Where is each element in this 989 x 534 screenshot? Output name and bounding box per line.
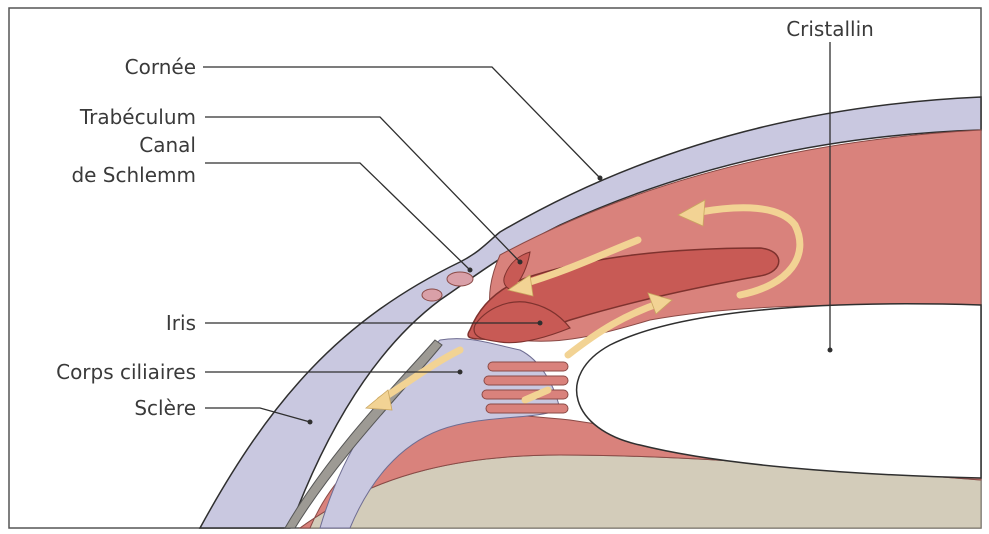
leader-ciliary-dot	[458, 370, 463, 375]
leader-canal-dot	[468, 268, 473, 273]
leader-iris-dot	[538, 321, 543, 326]
label-lens: Cristallin	[786, 17, 874, 41]
schlemm-canal-oval-2	[422, 289, 442, 301]
leader-lens-dot	[828, 348, 833, 353]
schlemm-canal-oval-1	[447, 272, 473, 286]
label-canal-line2: de Schlemm	[71, 163, 196, 187]
label-ciliary-body: Corps ciliaires	[56, 360, 196, 384]
label-iris: Iris	[166, 311, 196, 335]
label-canal-line1: Canal	[139, 133, 196, 157]
leader-trabeculum-dot	[518, 260, 523, 265]
label-sclera: Sclère	[134, 396, 196, 420]
label-trabeculum: Trabéculum	[79, 105, 196, 129]
leader-cornea-dot	[598, 176, 603, 181]
label-cornea: Cornée	[125, 55, 196, 79]
leader-sclera-dot	[308, 420, 313, 425]
